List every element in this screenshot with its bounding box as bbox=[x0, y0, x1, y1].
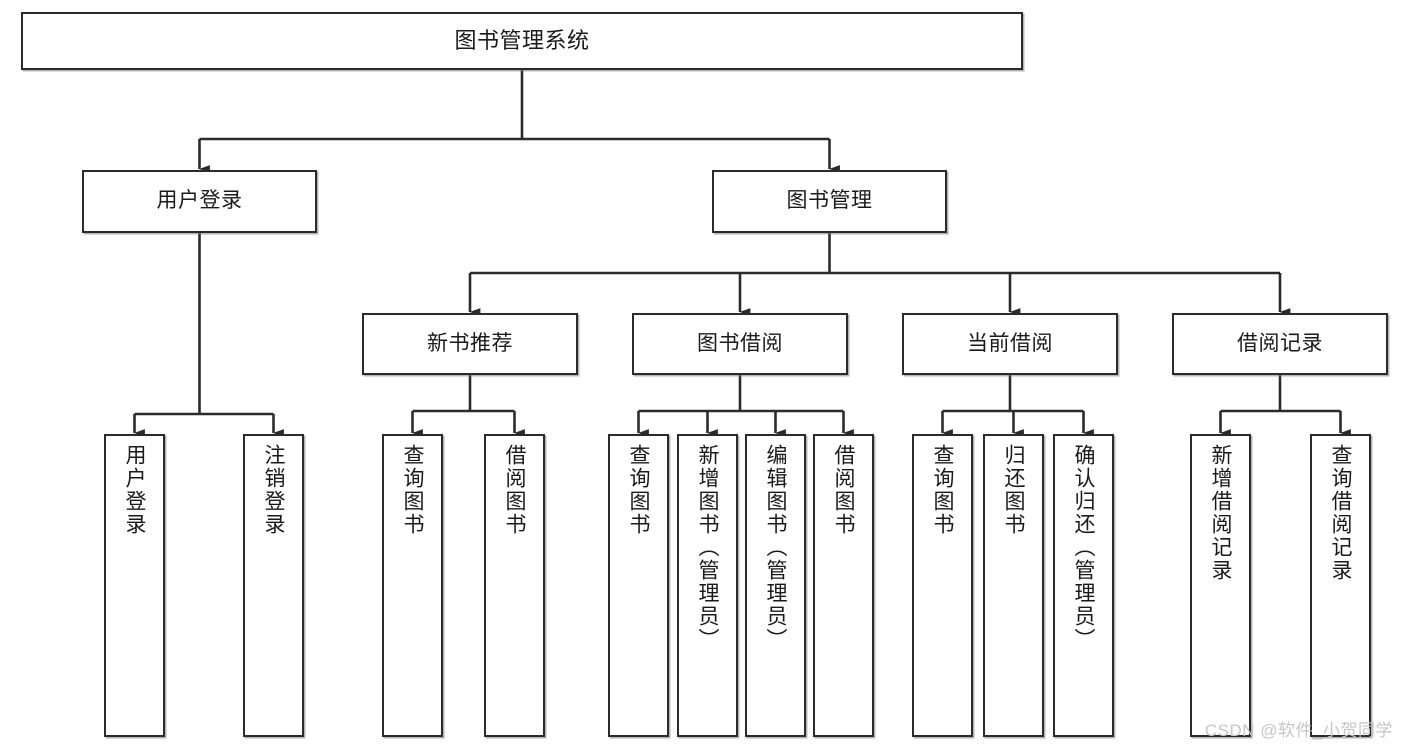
leaf-query-book-recommend-label: 查询图书 bbox=[401, 444, 424, 536]
leaf-user-login-label: 用户登录 bbox=[123, 444, 146, 536]
leaf-borrow-book-recommend[interactable]: 借阅图书 bbox=[484, 434, 545, 737]
leaf-borrow-book-label: 借阅图书 bbox=[832, 444, 855, 536]
leaf-confirm-return-admin-label: 确认归还（管理员） bbox=[1072, 444, 1095, 651]
leaf-add-book-admin[interactable]: 新增图书（管理员） bbox=[677, 434, 738, 737]
leaf-query-borrow-record-label: 查询借阅记录 bbox=[1329, 444, 1352, 582]
node-book-borrow[interactable]: 图书借阅 bbox=[632, 313, 848, 375]
edge-group bbox=[133, 70, 1351, 437]
leaf-logout-label: 注销登录 bbox=[262, 444, 285, 536]
node-current-borrow[interactable]: 当前借阅 bbox=[902, 313, 1118, 375]
leaf-borrow-book[interactable]: 借阅图书 bbox=[813, 434, 874, 737]
leaf-confirm-return-admin[interactable]: 确认归还（管理员） bbox=[1053, 434, 1114, 737]
leaf-user-login[interactable]: 用户登录 bbox=[104, 434, 165, 737]
node-current-borrow-label: 当前借阅 bbox=[967, 331, 1053, 355]
leaf-query-book-recommend[interactable]: 查询图书 bbox=[382, 434, 443, 737]
leaf-borrow-book-recommend-label: 借阅图书 bbox=[503, 444, 526, 536]
leaf-return-book[interactable]: 归还图书 bbox=[983, 434, 1044, 737]
node-root-label: 图书管理系统 bbox=[454, 28, 590, 54]
node-new-book-recommend[interactable]: 新书推荐 bbox=[362, 313, 578, 375]
watermark-text: CSDN @软件_小贺同学 bbox=[1204, 721, 1393, 740]
node-user-login-label: 用户登录 bbox=[156, 189, 243, 213]
node-user-login[interactable]: 用户登录 bbox=[82, 170, 317, 233]
node-root[interactable]: 图书管理系统 bbox=[21, 12, 1023, 70]
leaf-return-book-label: 归还图书 bbox=[1002, 444, 1025, 536]
leaf-logout[interactable]: 注销登录 bbox=[243, 434, 304, 737]
node-borrow-record-label: 借阅记录 bbox=[1237, 331, 1323, 355]
leaf-add-book-admin-label: 新增图书（管理员） bbox=[696, 444, 719, 651]
node-book-management-label: 图书管理 bbox=[786, 189, 873, 213]
leaf-query-book-borrow[interactable]: 查询图书 bbox=[608, 434, 669, 737]
leaf-query-book-borrow-label: 查询图书 bbox=[627, 444, 650, 536]
node-book-management[interactable]: 图书管理 bbox=[712, 170, 947, 233]
leaf-query-book-current-label: 查询图书 bbox=[931, 444, 954, 536]
node-borrow-record[interactable]: 借阅记录 bbox=[1172, 313, 1388, 375]
leaf-edit-book-admin[interactable]: 编辑图书（管理员） bbox=[745, 434, 806, 737]
node-book-borrow-label: 图书借阅 bbox=[697, 331, 783, 355]
leaf-add-borrow-record-label: 新增借阅记录 bbox=[1209, 444, 1232, 582]
leaf-edit-book-admin-label: 编辑图书（管理员） bbox=[764, 444, 787, 651]
leaf-add-borrow-record[interactable]: 新增借阅记录 bbox=[1190, 434, 1251, 737]
leaf-query-borrow-record[interactable]: 查询借阅记录 bbox=[1310, 434, 1371, 737]
leaf-query-book-current[interactable]: 查询图书 bbox=[912, 434, 973, 737]
node-new-book-recommend-label: 新书推荐 bbox=[427, 331, 513, 355]
